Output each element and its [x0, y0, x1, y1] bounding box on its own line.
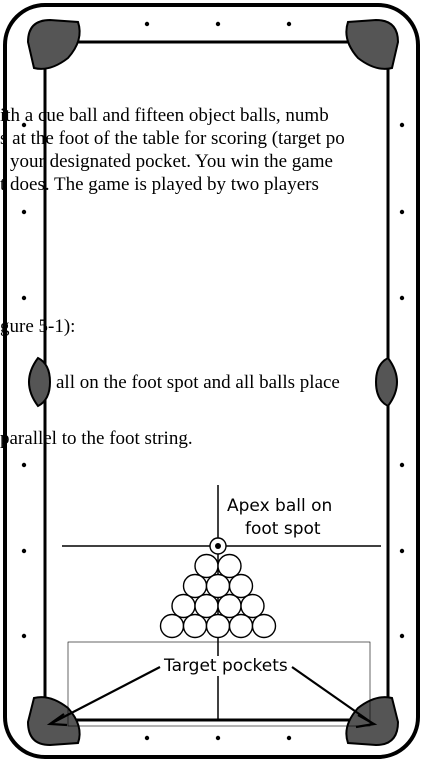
rack-ball [195, 595, 218, 618]
rack-ball [207, 615, 230, 638]
rack-ball [230, 575, 253, 598]
rack-ball [184, 575, 207, 598]
rack-ball [172, 595, 195, 618]
text-line-6: all on the foot spot and all balls place [56, 372, 340, 394]
text-line-2: s at the foot of the table for scoring (… [0, 128, 345, 150]
text-line-5: gure 5-1): [0, 316, 75, 338]
apex-ball-label-line2: foot spot [245, 519, 321, 539]
rack-ball [207, 575, 230, 598]
rack-ball [241, 595, 264, 618]
text-line-7: parallel to the foot string. [0, 428, 193, 450]
text-line-3: your designated pocket. You win the game [10, 151, 333, 173]
text-line-1: ith a cue ball and fifteen object balls,… [0, 105, 329, 127]
target-pockets-label: Target pockets [162, 656, 290, 676]
rack-ball [218, 555, 241, 578]
apex-ball-label-line1: Apex ball on [227, 496, 332, 516]
foot-spot-marker [215, 543, 221, 549]
text-line-4: t does. The game is played by two player… [0, 174, 319, 196]
rack-ball [184, 615, 207, 638]
rack-ball [230, 615, 253, 638]
rack-ball [218, 595, 241, 618]
rack-ball [161, 615, 184, 638]
rack-ball [253, 615, 276, 638]
rack-ball [195, 555, 218, 578]
